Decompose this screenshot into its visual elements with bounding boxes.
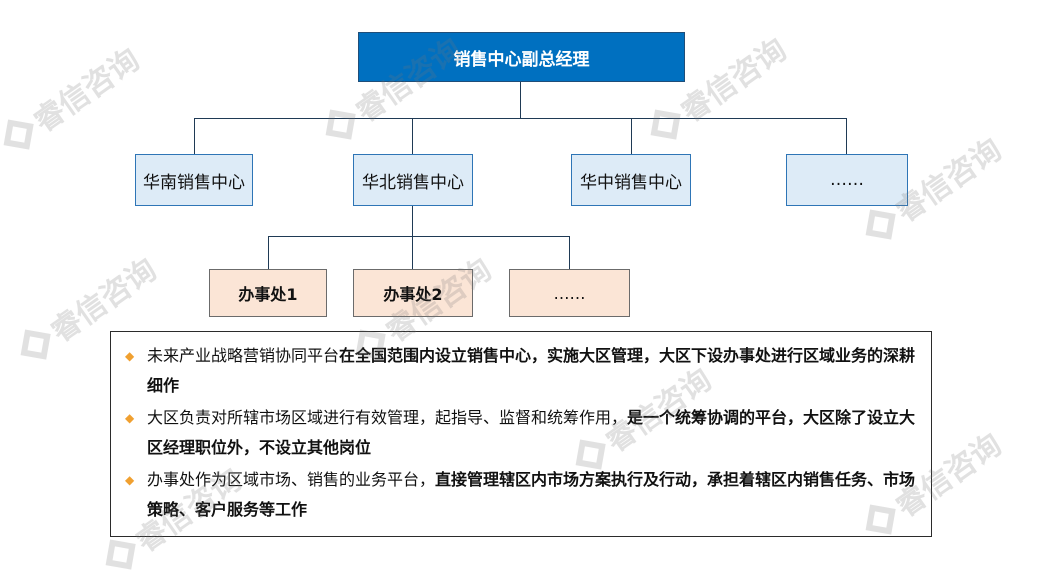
note-item: ◆ 未来产业战略营销协同平台在全国范围内设立销售中心，实施大区管理，大区下设办事… (125, 341, 917, 401)
office-node-2: 办事处2 (353, 269, 473, 317)
connector-north-vertical (412, 205, 413, 237)
connector-office-2 (412, 236, 413, 269)
connector-region-1 (194, 118, 195, 154)
connector-office-3 (569, 236, 570, 269)
watermark-logo-icon (105, 539, 136, 570)
diamond-bullet-icon: ◆ (125, 349, 135, 363)
region-node-more: …… (786, 154, 908, 206)
note-item: ◆ 办事处作为区域市场、销售的业务平台，直接管理辖区内市场方案执行及行动，承担着… (125, 465, 917, 525)
office-node-1: 办事处1 (209, 269, 327, 317)
connector-regions-horizontal (194, 118, 847, 119)
top-node-vp-sales: 销售中心副总经理 (358, 32, 685, 82)
connector-top-vertical (520, 82, 521, 119)
region-node-south: 华南销售中心 (135, 154, 253, 206)
diamond-bullet-icon: ◆ (125, 411, 135, 425)
notes-panel: ◆ 未来产业战略营销协同平台在全国范围内设立销售中心，实施大区管理，大区下设办事… (110, 331, 932, 537)
diamond-bullet-icon: ◆ (125, 473, 135, 487)
connector-region-2 (412, 118, 413, 154)
note-bold-text: 在全国范围内设立销售中心，实施大区管理，大区下设办事处进行区域业务的深耕细作 (147, 346, 916, 395)
region-node-north: 华北销售中心 (353, 154, 473, 206)
note-bold-text: 直接管理辖区内市场方案执行及行动，承担着辖区内销售任务、市场策略、客户服务等工作 (147, 470, 916, 519)
watermark-text: 睿信咨询 (27, 42, 147, 140)
watermark-logo-icon (325, 109, 356, 140)
note-plain-text: 办事处作为区域市场、销售的业务平台， (147, 470, 436, 489)
watermark: 睿信咨询 (0, 36, 147, 160)
note-bold-text: 是一个统筹协调的平台，大区除了设立大区经理职位外，不设立其他岗位 (147, 408, 916, 457)
note-item: ◆ 大区负责对所辖市场区域进行有效管理，起指导、监督和统筹作用，是一个统筹协调的… (125, 403, 917, 463)
office-node-more: …… (509, 269, 630, 317)
connector-offices-horizontal (268, 236, 569, 237)
note-plain-text: 大区负责对所辖市场区域进行有效管理，起指导、监督和统筹作用， (147, 408, 628, 427)
region-node-central: 华中销售中心 (571, 154, 691, 206)
watermark-text: 睿信咨询 (674, 32, 794, 130)
note-plain-text: 未来产业战略营销协同平台 (147, 346, 340, 365)
connector-region-3 (631, 118, 632, 154)
watermark-logo-icon (20, 329, 51, 360)
watermark-logo-icon (650, 109, 681, 140)
watermark-logo-icon (865, 209, 896, 240)
connector-office-1 (268, 236, 269, 269)
watermark-logo-icon (3, 119, 34, 150)
connector-region-4 (846, 118, 847, 154)
